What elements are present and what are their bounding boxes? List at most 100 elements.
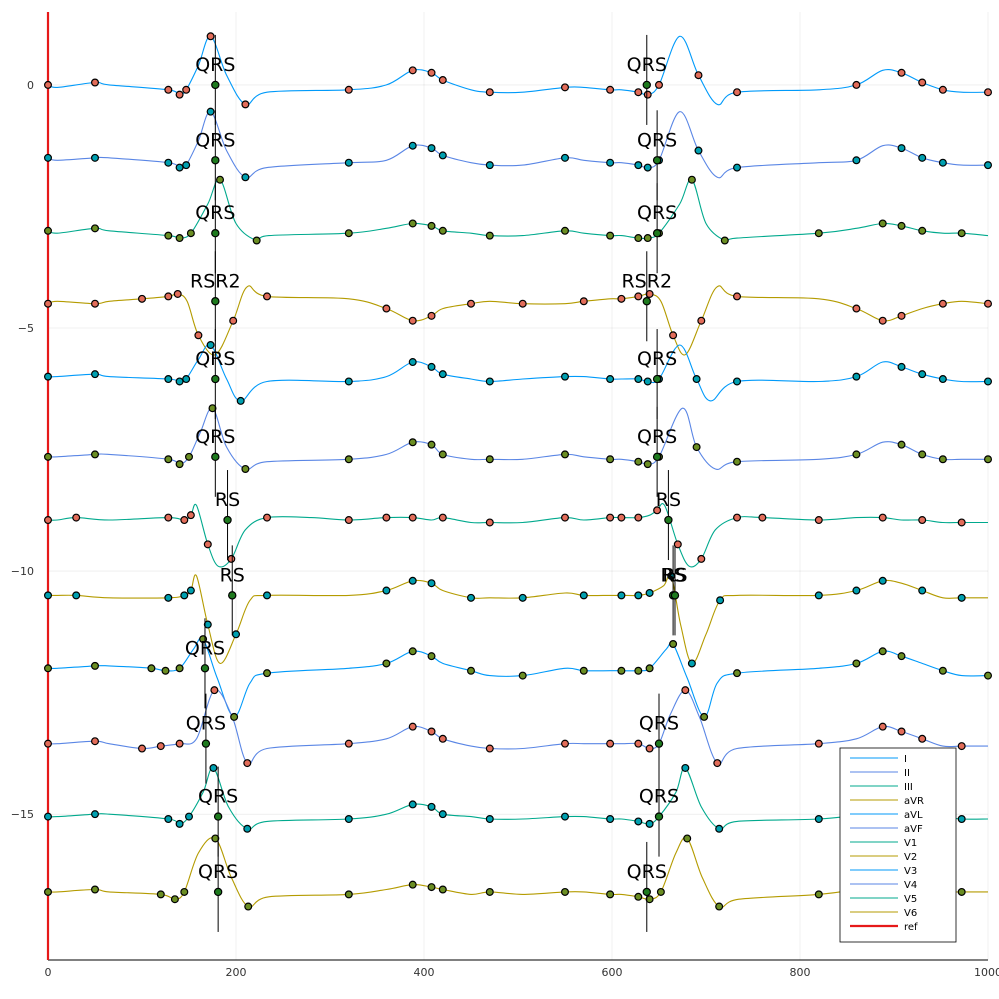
x-tick-label: 0 (45, 966, 52, 979)
fiducial-marker (634, 591, 643, 600)
fiducial-marker (185, 452, 194, 461)
legend-label: ref (904, 922, 918, 933)
fiducial-marker (438, 513, 447, 522)
fiducial-marker (164, 375, 173, 384)
fiducial-marker (716, 596, 725, 605)
complex-marker (652, 156, 662, 165)
fiducial-marker (938, 158, 947, 167)
fiducial-marker (852, 304, 861, 313)
complex-label: QRS (637, 426, 677, 448)
fiducial-marker (643, 234, 652, 243)
fiducial-marker (344, 85, 353, 94)
series-line-V5 (47, 767, 989, 830)
fiducial-marker (852, 372, 861, 381)
fiducial-marker (918, 516, 927, 525)
fiducial-marker (72, 591, 81, 600)
complex-marker (664, 515, 673, 525)
complex-label: RSR2 (621, 270, 672, 292)
fiducial-marker (344, 739, 353, 748)
fiducial-marker (408, 358, 417, 367)
complex-marker (642, 80, 651, 90)
fiducial-marker (957, 742, 966, 751)
fiducial-marker (852, 80, 861, 89)
fiducial-marker (645, 664, 654, 673)
complex-marker (211, 297, 220, 306)
fiducial-marker (897, 221, 906, 230)
complex-marker (652, 452, 662, 462)
fiducial-marker (656, 887, 665, 896)
fiducial-marker (606, 890, 615, 899)
fiducial-marker (733, 513, 742, 522)
fiducial-marker (645, 895, 654, 904)
fiducial-marker (957, 815, 966, 824)
fiducial-marker (467, 666, 476, 675)
fiducial-marker (692, 375, 701, 384)
fiducial-marker (692, 443, 701, 452)
y-tick-label: −5 (18, 322, 34, 335)
fiducial-marker (485, 161, 494, 170)
fiducial-marker (938, 375, 947, 384)
legend-label: V2 (904, 852, 917, 863)
complex-label: QRS (637, 202, 677, 224)
fiducial-marker (606, 513, 615, 522)
fiducial-marker (43, 153, 52, 162)
fiducial-marker (645, 744, 654, 753)
fiducial-marker (427, 652, 436, 661)
fiducial-marker (194, 331, 203, 340)
complex-label: QRS (198, 861, 238, 883)
series-line-aVF (47, 407, 988, 470)
fiducial-marker (182, 161, 191, 170)
fiducial-marker (43, 299, 52, 308)
series-line-aVL (47, 343, 989, 402)
fiducial-marker (983, 88, 992, 97)
fiducial-marker (206, 341, 215, 350)
fiducial-marker (683, 834, 692, 843)
fiducial-marker (164, 815, 173, 824)
x-tick-label: 400 (414, 966, 435, 979)
complex-marker (228, 591, 237, 600)
fiducial-marker (161, 666, 170, 675)
fiducial-marker (645, 588, 654, 597)
fiducial-marker (209, 763, 218, 772)
fiducial-marker (669, 331, 678, 340)
fiducial-marker (606, 85, 615, 94)
fiducial-marker (186, 511, 195, 520)
fiducial-marker (518, 593, 527, 602)
fiducial-marker (700, 712, 709, 721)
legend-label: II (904, 768, 910, 779)
complex-label: RS (215, 489, 240, 511)
fiducial-marker (180, 887, 189, 896)
fiducial-marker (227, 554, 236, 563)
fiducial-marker (230, 712, 239, 721)
fiducial-marker (897, 727, 906, 736)
fiducial-marker (687, 175, 696, 184)
series-line-III (47, 178, 989, 242)
fiducial-marker (438, 885, 447, 894)
fiducial-marker (852, 156, 861, 165)
fiducial-marker (244, 902, 253, 911)
fiducial-marker (43, 226, 52, 235)
fiducial-marker (938, 666, 947, 675)
legend-box (839, 747, 957, 943)
fiducial-marker (182, 85, 191, 94)
x-tick-label: 1000 (974, 966, 999, 979)
complex-marker (211, 374, 220, 384)
fiducial-marker (427, 68, 436, 77)
fiducial-marker (252, 236, 261, 245)
fiducial-marker (653, 506, 662, 515)
fiducial-marker (643, 90, 652, 99)
complex-label: QRS (195, 129, 235, 151)
fiducial-marker (878, 647, 887, 656)
fiducial-marker (382, 304, 391, 313)
fiducial-marker (878, 219, 887, 228)
fiducial-marker (344, 516, 353, 525)
fiducial-marker (427, 883, 436, 892)
series-line-V1 (47, 503, 988, 568)
fiducial-marker (733, 163, 742, 172)
fiducial-marker (814, 591, 823, 600)
fiducial-marker (938, 85, 947, 94)
fiducial-marker (878, 722, 887, 731)
fiducial-marker (344, 158, 353, 167)
fiducial-marker (814, 815, 823, 824)
